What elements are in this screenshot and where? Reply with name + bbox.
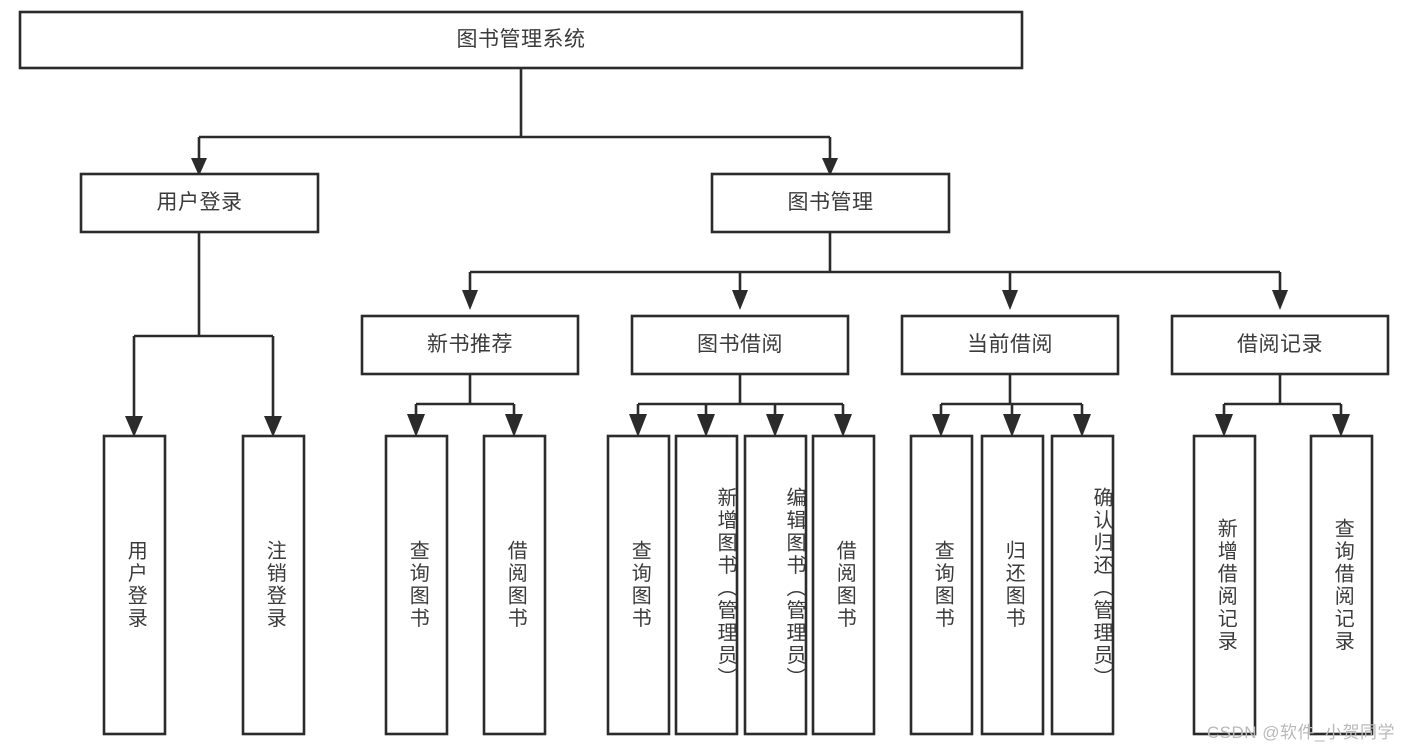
arrow-to-leaf-user-login bbox=[125, 416, 143, 437]
arrow-to-leaf-borrow-book-1 bbox=[505, 414, 523, 437]
node-box-user-login[interactable] bbox=[79, 172, 320, 234]
node-box-leaf-add-record[interactable] bbox=[1192, 434, 1257, 736]
arrow-to-leaf-confirm-return bbox=[1073, 414, 1091, 437]
arrow-to-leaf-return-book bbox=[1003, 414, 1021, 437]
arrow-to-leaf-user-logout bbox=[264, 416, 282, 437]
node-box-leaf-user-logout[interactable] bbox=[241, 434, 306, 736]
arrow-to-book-borrow bbox=[732, 290, 748, 310]
node-box-borrow-record[interactable] bbox=[1170, 314, 1390, 376]
arrow-to-book-manage bbox=[822, 158, 838, 176]
arrow-to-current-borrow bbox=[1002, 290, 1018, 310]
node-box-leaf-user-login[interactable] bbox=[102, 434, 167, 736]
arrow-to-leaf-add-book bbox=[697, 414, 715, 437]
node-box-leaf-query-book-2[interactable] bbox=[606, 434, 671, 736]
arrow-to-leaf-query-record bbox=[1332, 414, 1350, 437]
arrow-to-leaf-borrow-book-2 bbox=[834, 414, 852, 437]
node-box-leaf-query-record[interactable] bbox=[1309, 434, 1374, 736]
connector-new-book-recommend-to-leaves bbox=[414, 374, 516, 420]
node-box-book-manage[interactable] bbox=[710, 172, 951, 234]
connector-user-login-to-leaves bbox=[132, 232, 275, 420]
connector-root-to-level1 bbox=[197, 68, 832, 160]
node-box-leaf-borrow-book-1[interactable] bbox=[482, 434, 547, 736]
arrow-to-leaf-query-book-1 bbox=[407, 414, 425, 437]
connector-book-manage-to-level2 bbox=[468, 232, 1282, 292]
arrow-to-leaf-add-record bbox=[1215, 414, 1233, 437]
arrow-to-leaf-query-book-3 bbox=[932, 414, 950, 437]
arrow-to-borrow-record bbox=[1272, 290, 1288, 310]
connector-current-borrow-to-leaves bbox=[939, 374, 1084, 420]
arrow-to-new-book-recommend bbox=[462, 290, 478, 310]
node-box-leaf-return-book[interactable] bbox=[980, 434, 1045, 736]
node-box-leaf-add-book[interactable] bbox=[674, 434, 739, 736]
arrow-to-leaf-query-book-2 bbox=[629, 414, 647, 437]
node-box-leaf-query-book-3[interactable] bbox=[909, 434, 974, 736]
csdn-watermark: CSDN @软件_小贺同学 bbox=[1206, 723, 1395, 742]
node-box-current-borrow[interactable] bbox=[900, 314, 1120, 376]
connector-book-borrow-to-leaves bbox=[636, 374, 845, 420]
arrow-to-leaf-edit-book bbox=[766, 414, 784, 437]
node-box-book-borrow[interactable] bbox=[630, 314, 850, 376]
node-box-root[interactable] bbox=[18, 10, 1024, 70]
node-box-new-book-recommend[interactable] bbox=[360, 314, 580, 376]
node-box-leaf-confirm-return[interactable] bbox=[1050, 434, 1115, 736]
arrow-to-user-login bbox=[191, 158, 207, 176]
node-box-leaf-edit-book[interactable] bbox=[743, 434, 808, 736]
node-box-leaf-borrow-book-2[interactable] bbox=[811, 434, 876, 736]
connector-borrow-record-to-leaves bbox=[1222, 374, 1343, 420]
node-box-leaf-query-book-1[interactable] bbox=[384, 434, 449, 736]
